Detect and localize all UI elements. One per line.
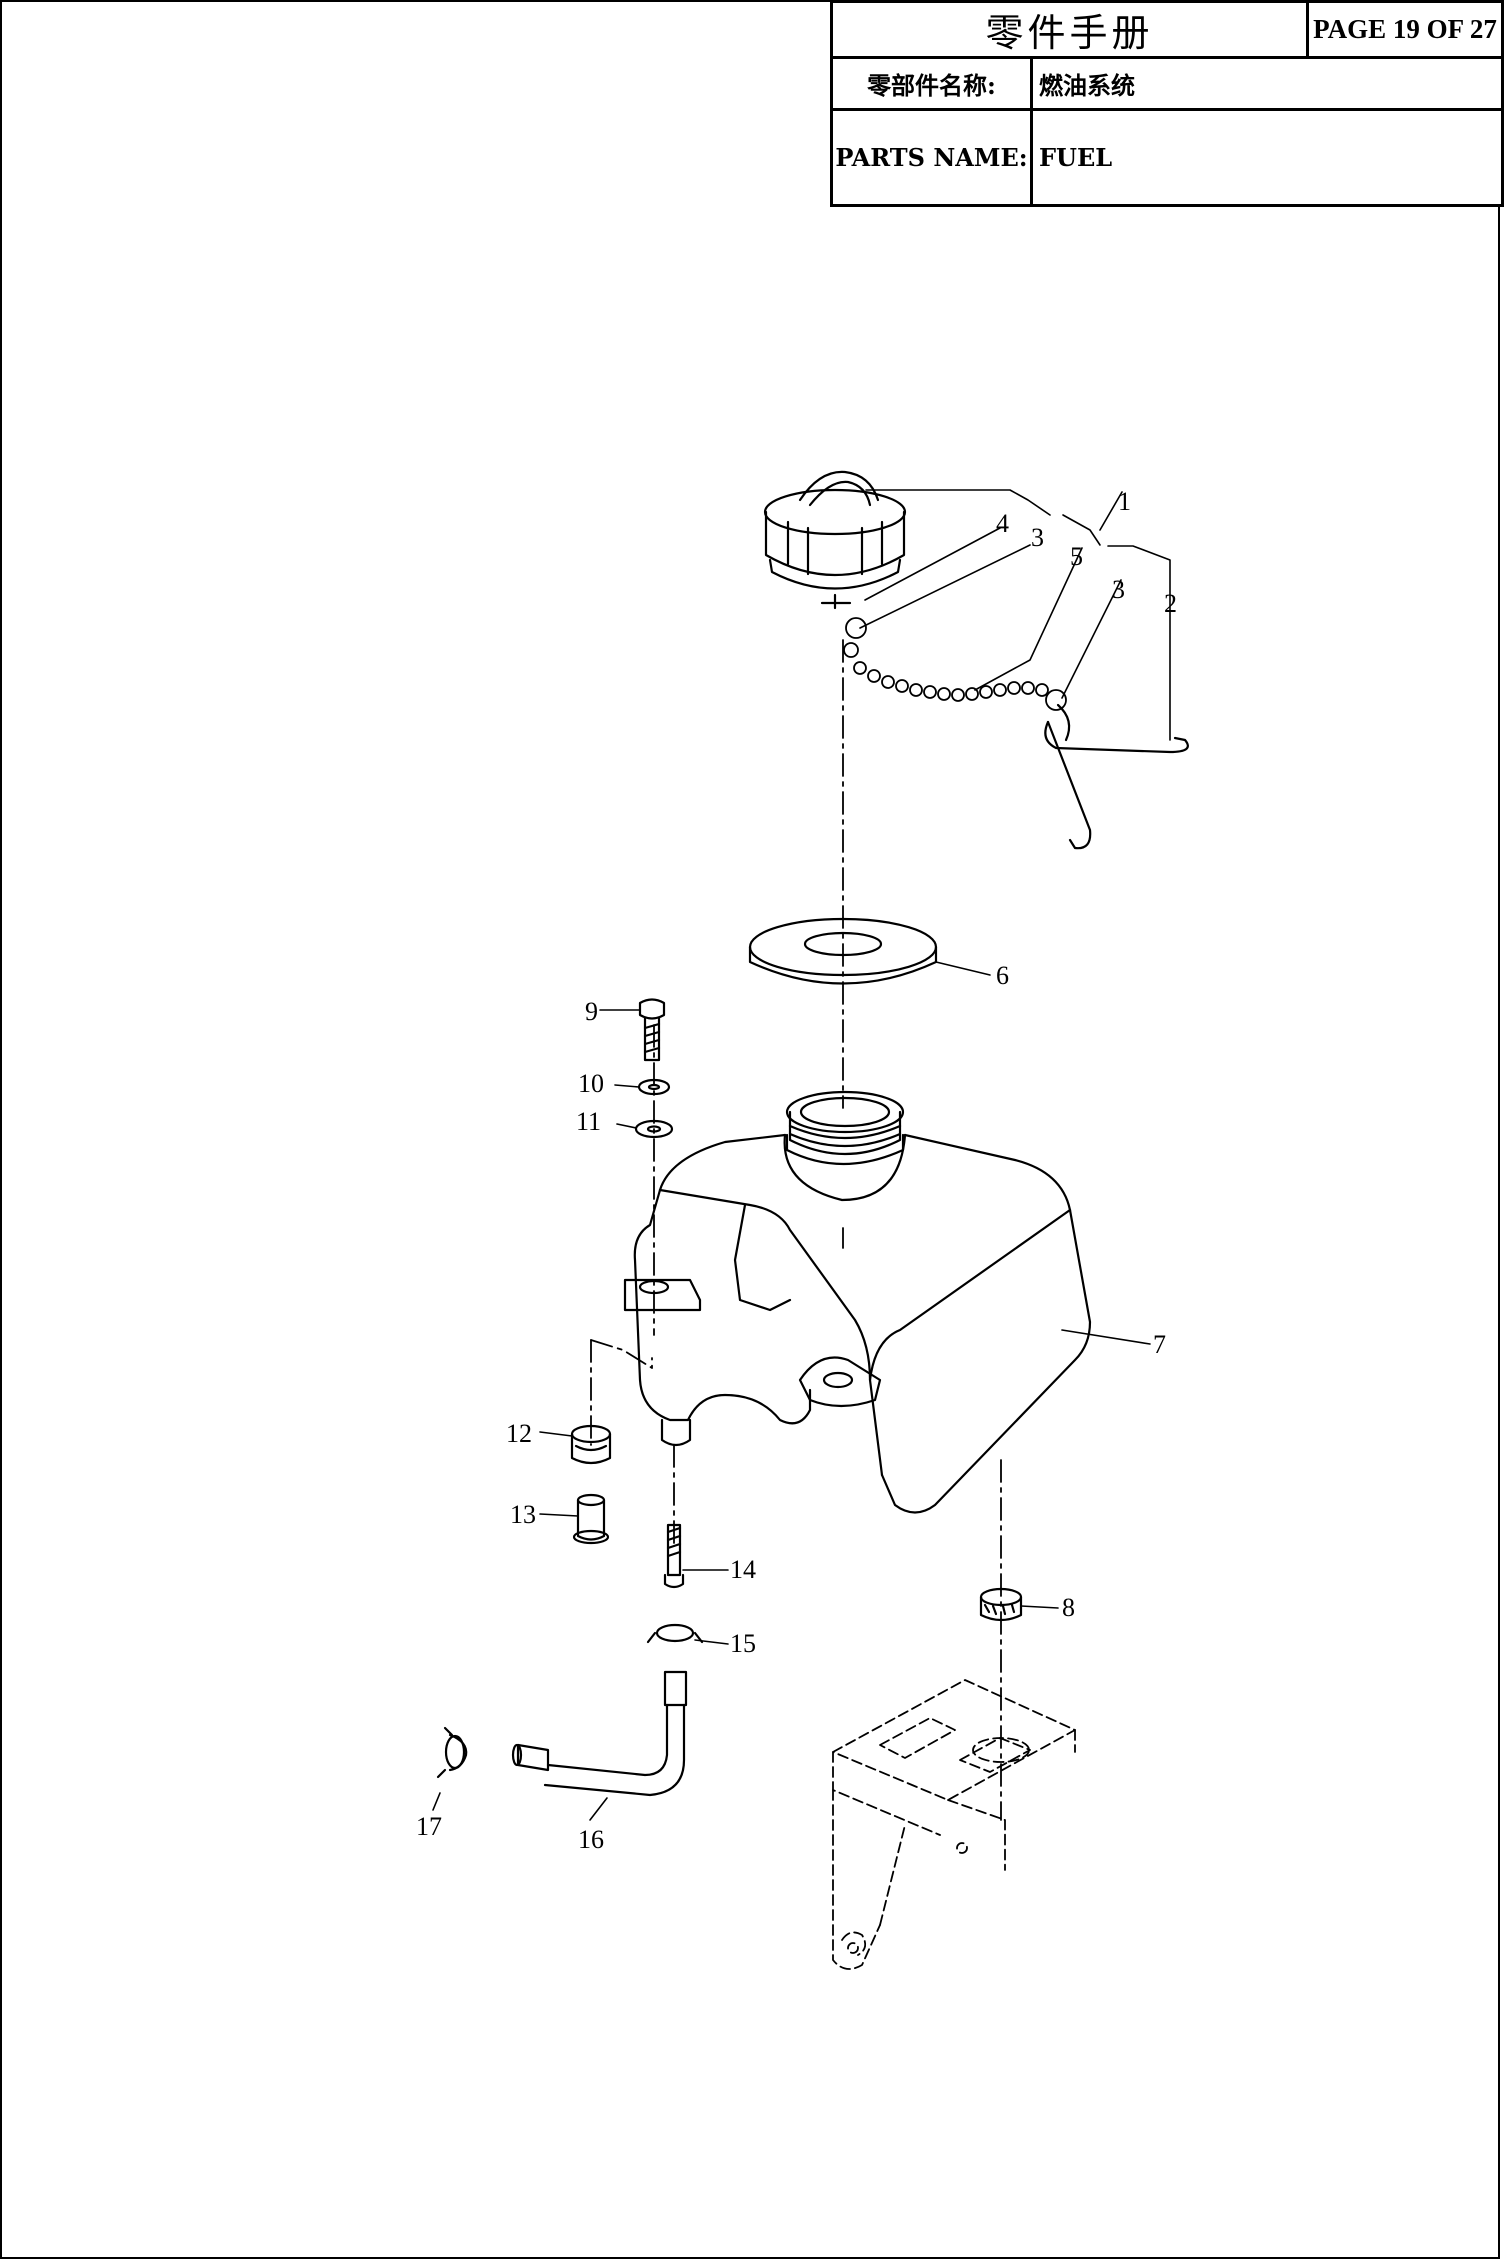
rubber-grommet xyxy=(979,1587,1023,1622)
callout-16: 16 xyxy=(578,1825,604,1854)
page-number-cell: PAGE 19 OF 27 xyxy=(1309,3,1501,56)
callout-3: 3 xyxy=(1112,575,1125,604)
callout-12: 12 xyxy=(506,1419,532,1448)
callout-9: 9 xyxy=(585,997,598,1026)
callout-15: 15 xyxy=(730,1629,756,1658)
grommet-and-collar xyxy=(570,1424,612,1545)
cn-label-cell: 零部件名称: xyxy=(833,59,1030,108)
cn-value-cell: 燃油系统 xyxy=(1039,59,1501,108)
callout-4: 4 xyxy=(996,509,1009,538)
callout-14: 14 xyxy=(730,1555,756,1584)
callout-6: 6 xyxy=(996,961,1009,990)
callout-8: 8 xyxy=(1062,1593,1075,1622)
callout-11: 11 xyxy=(576,1107,601,1136)
doc-title: 零件手册 xyxy=(985,11,1154,55)
cn-name-row: 零部件名称: 燃油系统 xyxy=(833,59,1501,111)
fuel-tank xyxy=(623,1090,1092,1514)
callout-5: 5 xyxy=(1070,542,1083,571)
en-name-row: PARTS NAME: FUEL xyxy=(833,111,1501,204)
hose-clip-17 xyxy=(436,1726,468,1779)
en-label-cell: PARTS NAME: xyxy=(833,111,1030,204)
doc-title-cell: 零件手册 xyxy=(833,3,1306,56)
fuel-cap xyxy=(763,470,907,610)
callout-1: 1 xyxy=(1118,487,1131,516)
cn-parts-name-label: 零部件名称: xyxy=(867,71,996,100)
title-row: 零件手册 PAGE 19 OF 27 xyxy=(833,3,1501,59)
en-parts-name-label: PARTS NAME: xyxy=(835,143,1028,172)
title-block: 零件手册 PAGE 19 OF 27 零部件名称: 燃油系统 PARTS NAM… xyxy=(830,0,1504,207)
long-bolt xyxy=(663,1523,685,1589)
page-number: PAGE 19 OF 27 xyxy=(1313,14,1497,44)
gasket xyxy=(748,917,938,985)
en-value-cell: FUEL xyxy=(1039,111,1501,204)
leader-lines xyxy=(432,489,1171,1821)
en-parts-name-value: FUEL xyxy=(1039,143,1113,172)
hose-clip-15 xyxy=(646,1623,704,1644)
callout-13: 13 xyxy=(510,1500,536,1529)
wire-clip xyxy=(1044,703,1189,850)
bolt-washer-stack xyxy=(634,998,674,1139)
callout-2: 2 xyxy=(1164,589,1177,618)
callout-10: 10 xyxy=(578,1069,604,1098)
cap-chain xyxy=(843,617,1067,711)
callout-7: 7 xyxy=(1153,1330,1166,1359)
callout-17: 17 xyxy=(416,1812,442,1841)
cn-parts-name-value: 燃油系统 xyxy=(1039,71,1135,100)
assembly-centerlines xyxy=(590,639,1002,1821)
callout-3: 3 xyxy=(1031,523,1044,552)
fuel-hose xyxy=(511,1670,688,1797)
mounting-bracket xyxy=(832,1679,1076,1970)
callout-numbers: 1 4 3 5 3 2 6 9 10 11 7 12 13 14 8 15 16… xyxy=(416,487,1177,1854)
